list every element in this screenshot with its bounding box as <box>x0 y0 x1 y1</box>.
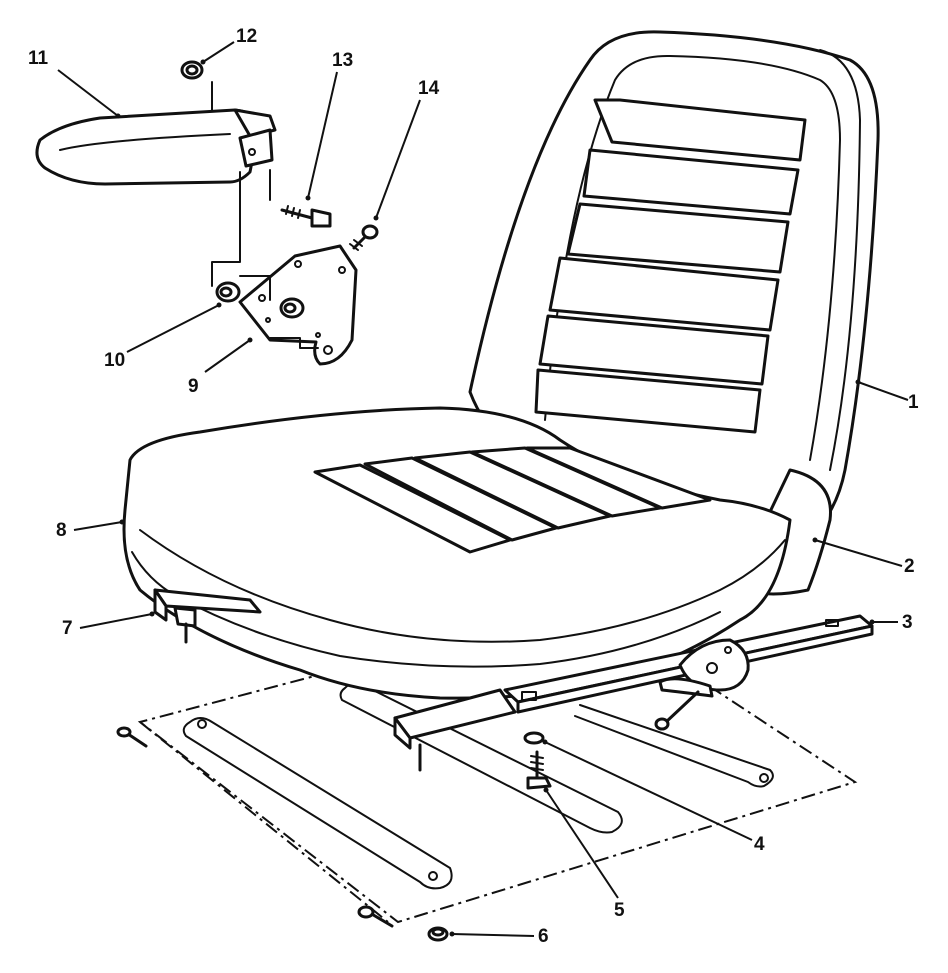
callout-labels: 11 12 13 14 10 9 1 2 3 8 7 4 5 6 <box>28 26 919 947</box>
callout-6: 6 <box>538 926 549 947</box>
callout-8: 8 <box>56 520 67 541</box>
callout-1: 1 <box>908 392 919 413</box>
bracket-bolt <box>349 224 379 251</box>
plate-slot-right <box>574 704 774 788</box>
callout-7: 7 <box>62 618 73 639</box>
callout-3: 3 <box>902 612 913 633</box>
callout-12: 12 <box>236 26 257 47</box>
slide-rail-left <box>153 588 262 644</box>
armrest-cap-nut <box>180 60 204 80</box>
assembly-guide-lines <box>211 81 319 349</box>
callout-14: 14 <box>418 78 440 99</box>
spacer-bushing-left <box>215 281 241 303</box>
mounting-plate <box>137 671 858 924</box>
seat-cushion <box>122 406 792 700</box>
leader-lines <box>57 41 909 937</box>
callout-5: 5 <box>614 900 625 921</box>
washer <box>523 731 545 745</box>
armrest-bolt <box>280 205 332 228</box>
seat-adjust-latch <box>654 638 750 731</box>
callout-9: 9 <box>188 376 199 397</box>
callout-4: 4 <box>754 834 765 855</box>
plate-nut <box>427 926 449 942</box>
spacer-bushing-right <box>279 297 305 319</box>
armrest <box>35 108 277 186</box>
plate-rod <box>116 726 394 928</box>
callout-11: 11 <box>28 48 49 69</box>
seat-back <box>468 30 880 547</box>
callout-2: 2 <box>904 556 915 577</box>
bolt <box>526 750 552 790</box>
callout-10: 10 <box>104 350 125 371</box>
plate-slot-left <box>182 717 453 890</box>
callout-13: 13 <box>332 50 353 71</box>
